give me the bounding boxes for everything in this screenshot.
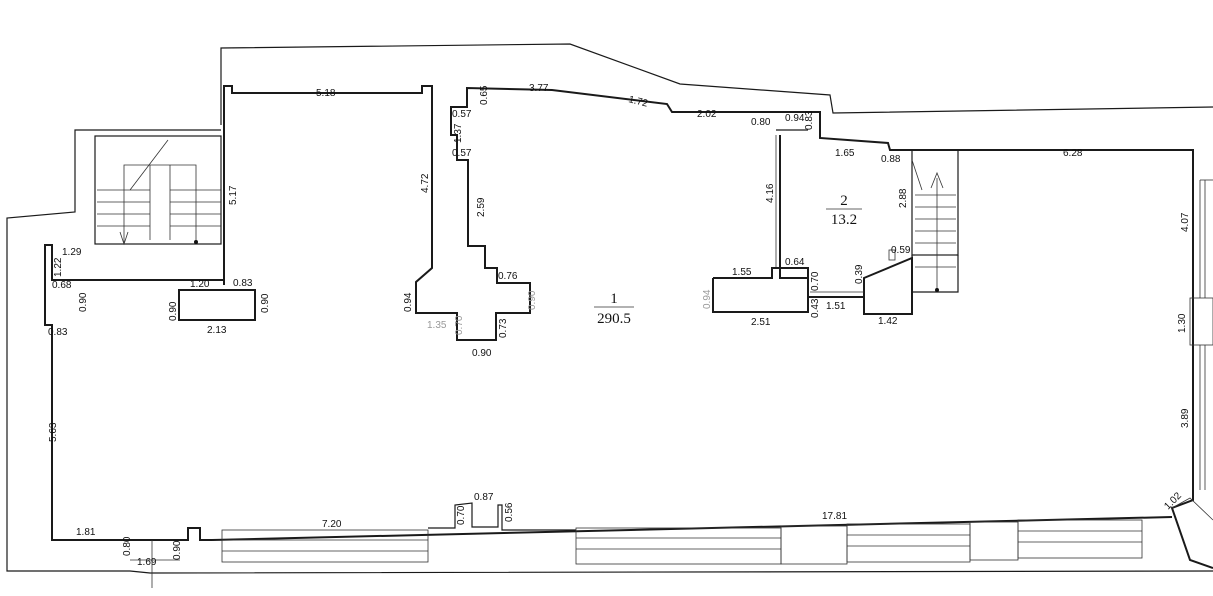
svg-text:5.63: 5.63 bbox=[48, 422, 59, 442]
svg-text:6.28: 6.28 bbox=[1063, 148, 1083, 159]
main-room-outline bbox=[223, 85, 1194, 341]
room-2-number: 2 bbox=[840, 193, 848, 209]
svg-text:2.02: 2.02 bbox=[697, 109, 717, 120]
svg-text:0.39: 0.39 bbox=[854, 264, 865, 284]
right-wall bbox=[1170, 150, 1213, 569]
svg-text:0.83: 0.83 bbox=[233, 278, 253, 289]
svg-text:0.90: 0.90 bbox=[78, 292, 89, 312]
svg-text:3.77: 3.77 bbox=[529, 83, 549, 94]
bottom-niche bbox=[428, 502, 576, 531]
svg-text:1.37: 1.37 bbox=[453, 123, 464, 143]
room-1-number: 1 bbox=[610, 291, 618, 307]
svg-text:0.57: 0.57 bbox=[452, 109, 472, 120]
svg-text:2.88: 2.88 bbox=[898, 188, 909, 208]
right-door bbox=[1189, 297, 1213, 346]
bottom-windows bbox=[221, 519, 1143, 565]
svg-text:1.65: 1.65 bbox=[835, 148, 855, 159]
svg-text:1.35: 1.35 bbox=[427, 320, 447, 331]
svg-text:1.81: 1.81 bbox=[76, 527, 96, 538]
svg-text:0.90: 0.90 bbox=[172, 540, 183, 560]
svg-text:1.51: 1.51 bbox=[826, 301, 846, 312]
room-1-area: 290.5 bbox=[597, 311, 631, 327]
svg-text:0.73: 0.73 bbox=[498, 318, 509, 338]
column-right bbox=[712, 267, 809, 313]
outer-left-wall bbox=[6, 129, 1213, 574]
svg-text:1.42: 1.42 bbox=[878, 316, 898, 327]
room-2-area: 13.2 bbox=[831, 212, 857, 228]
svg-text:1.29: 1.29 bbox=[62, 247, 82, 258]
svg-text:0.83: 0.83 bbox=[804, 110, 815, 130]
left-staircase bbox=[94, 135, 222, 246]
svg-text:0.70: 0.70 bbox=[454, 315, 465, 335]
svg-text:0.76: 0.76 bbox=[498, 271, 518, 282]
svg-text:0.64: 0.64 bbox=[785, 257, 805, 268]
svg-text:1.20: 1.20 bbox=[190, 279, 210, 290]
svg-text:0.90: 0.90 bbox=[472, 348, 492, 359]
svg-text:0.90: 0.90 bbox=[260, 293, 271, 313]
room-2-walls bbox=[779, 135, 913, 315]
left-wall bbox=[44, 244, 225, 541]
svg-text:0.87: 0.87 bbox=[474, 492, 494, 503]
svg-text:4.07: 4.07 bbox=[1180, 212, 1191, 232]
svg-text:1.02: 1.02 bbox=[1162, 490, 1184, 512]
column-left bbox=[178, 289, 256, 321]
svg-text:0.94: 0.94 bbox=[403, 292, 414, 312]
small-post bbox=[888, 249, 896, 261]
outer-top-wall bbox=[220, 43, 1213, 125]
dimension-labels: 5.18 3.77 1.72 2.02 0.80 0.94 0.83 0.65 … bbox=[48, 83, 1191, 568]
svg-text:1.22: 1.22 bbox=[53, 257, 64, 277]
svg-text:0.65: 0.65 bbox=[479, 85, 490, 105]
svg-text:17.81: 17.81 bbox=[822, 511, 847, 522]
svg-text:2.13: 2.13 bbox=[207, 325, 227, 336]
right-staircase bbox=[911, 150, 959, 293]
svg-text:4.16: 4.16 bbox=[765, 183, 776, 203]
svg-text:0.59: 0.59 bbox=[891, 245, 911, 256]
svg-text:0.90: 0.90 bbox=[168, 301, 179, 321]
svg-text:0.70: 0.70 bbox=[810, 271, 821, 291]
corner-window bbox=[1171, 497, 1213, 521]
svg-text:2.59: 2.59 bbox=[476, 197, 487, 217]
svg-text:7.20: 7.20 bbox=[322, 519, 342, 530]
svg-text:5.18: 5.18 bbox=[316, 88, 336, 99]
svg-text:0.94: 0.94 bbox=[785, 113, 805, 124]
svg-text:1.55: 1.55 bbox=[732, 267, 752, 278]
svg-text:0.88: 0.88 bbox=[881, 154, 901, 165]
svg-text:5.17: 5.17 bbox=[228, 185, 239, 205]
svg-text:1.30: 1.30 bbox=[1177, 313, 1188, 333]
svg-text:1.72: 1.72 bbox=[627, 94, 649, 109]
svg-text:3.89: 3.89 bbox=[1180, 408, 1191, 428]
svg-text:2.51: 2.51 bbox=[751, 317, 771, 328]
svg-text:0.94: 0.94 bbox=[702, 289, 713, 309]
svg-text:0.80: 0.80 bbox=[122, 536, 133, 556]
svg-text:0.90: 0.90 bbox=[527, 290, 538, 310]
svg-text:4.72: 4.72 bbox=[420, 173, 431, 193]
svg-text:0.80: 0.80 bbox=[751, 117, 771, 128]
svg-text:0.68: 0.68 bbox=[52, 280, 72, 291]
svg-text:0.57: 0.57 bbox=[452, 148, 472, 159]
svg-text:0.43: 0.43 bbox=[810, 298, 821, 318]
svg-text:0.83: 0.83 bbox=[48, 327, 68, 338]
bottom-wall bbox=[211, 516, 1173, 541]
svg-text:1.69: 1.69 bbox=[137, 557, 157, 568]
svg-text:0.70: 0.70 bbox=[456, 505, 467, 525]
svg-text:0.56: 0.56 bbox=[504, 502, 515, 522]
